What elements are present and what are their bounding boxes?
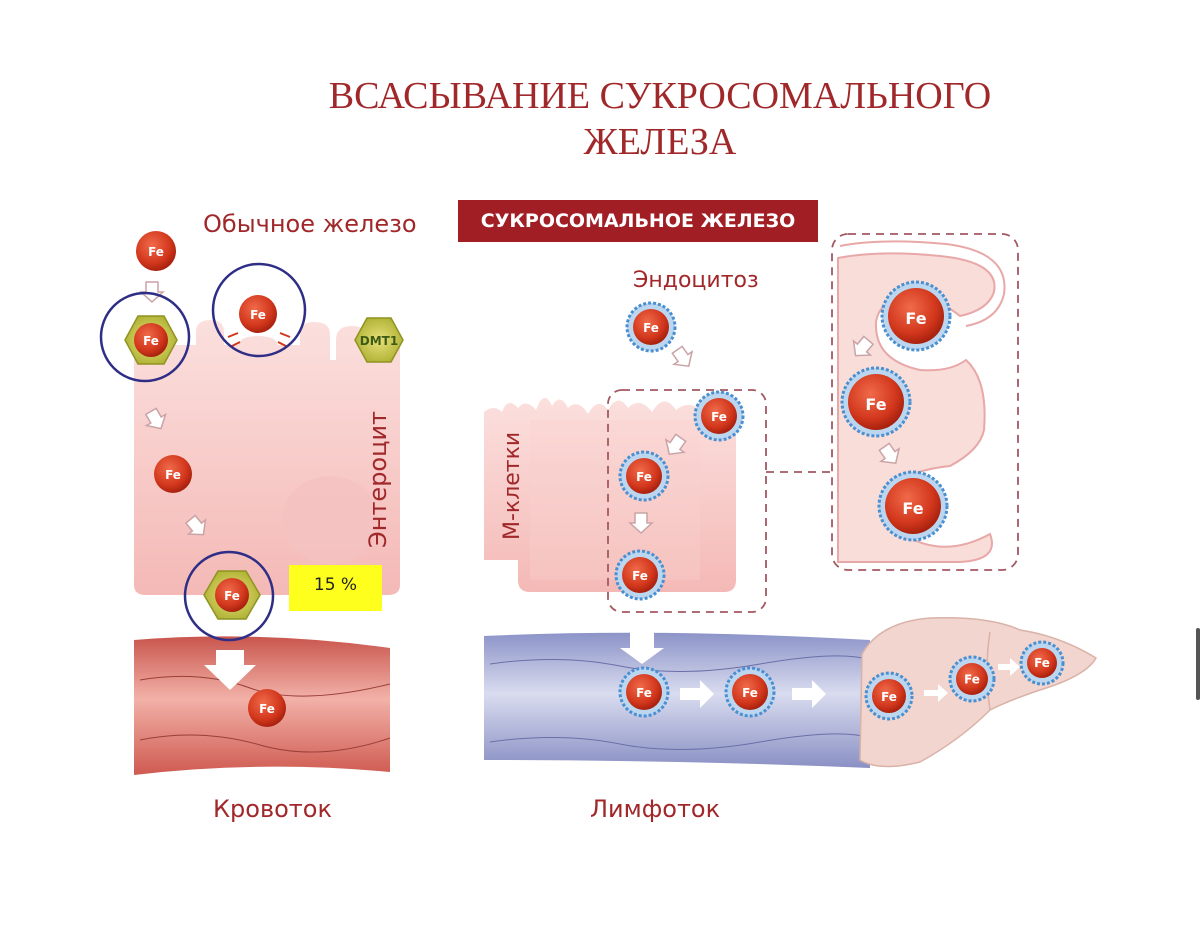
page-title-line1: ВСАСЫВАНИЕ СУКРОСОМАЛЬНОГО bbox=[260, 72, 1060, 120]
iron-ion-cytoplasm: Fe bbox=[154, 455, 192, 493]
sucrosomial-iron-particle: Fe bbox=[866, 673, 912, 719]
iron-symbol-label: Fe bbox=[881, 690, 897, 704]
iron-symbol-label: Fe bbox=[865, 395, 886, 414]
sucrosomial-iron-particle: Fe bbox=[726, 668, 774, 716]
absorption-percent-badge: 15 % bbox=[289, 565, 382, 611]
sucrosomial-iron-particle: Fe bbox=[695, 392, 743, 440]
iron-symbol-label: Fe bbox=[905, 309, 926, 328]
svg-text:Fe: Fe bbox=[250, 308, 266, 322]
svg-text:Fe: Fe bbox=[165, 468, 181, 482]
iron-symbol-label: Fe bbox=[742, 686, 758, 700]
iron-symbol-label: Fe bbox=[711, 410, 727, 424]
iron-symbol-label: Fe bbox=[632, 569, 648, 583]
scrollbar-thumb[interactable] bbox=[1196, 628, 1200, 700]
iron-symbol-label: Fe bbox=[636, 470, 652, 484]
sucrosomial-iron-particle: Fe bbox=[842, 368, 910, 436]
sucrosomial-iron-particle: Fe bbox=[620, 668, 668, 716]
iron-ion-free: Fe bbox=[136, 231, 176, 271]
arrow-down-icon bbox=[668, 343, 697, 372]
m-cells-label: М-клетки bbox=[500, 432, 525, 540]
sucrosomial-iron-particle: Fe bbox=[950, 657, 994, 701]
page-title-line2: ЖЕЛЕЗА bbox=[260, 118, 1060, 166]
svg-text:Fe: Fe bbox=[148, 245, 164, 259]
svg-text:DMT1: DMT1 bbox=[360, 334, 398, 348]
lymphflow-label: Лимфоток bbox=[590, 795, 720, 823]
lymph-vessel bbox=[484, 630, 870, 768]
iron-symbol-label: Fe bbox=[902, 499, 923, 518]
enterocyte-label: Энтероцит bbox=[364, 411, 392, 548]
iron-ion-blood: Fe bbox=[248, 689, 286, 727]
bloodstream-label: Кровоток bbox=[213, 795, 332, 823]
endocytosis-label: Эндоцитоз bbox=[633, 268, 759, 293]
regular-iron-label: Обычное железо bbox=[203, 210, 417, 238]
svg-text:Fe: Fe bbox=[224, 589, 240, 603]
sucrosomial-iron-particle: Fe bbox=[627, 303, 675, 351]
sucrosomial-iron-banner: СУКРОСОМАЛЬНОЕ ЖЕЛЕЗО bbox=[458, 200, 818, 242]
iron-symbol-label: Fe bbox=[636, 686, 652, 700]
iron-symbol-label: Fe bbox=[643, 321, 659, 335]
svg-text:Fe: Fe bbox=[143, 334, 159, 348]
svg-text:Fe: Fe bbox=[259, 702, 275, 716]
iron-symbol-label: Fe bbox=[1034, 656, 1050, 670]
sucrosomial-iron-particle: Fe bbox=[1021, 642, 1063, 684]
sucrosomial-iron-particle: Fe bbox=[879, 472, 947, 540]
sucrosomial-iron-particle: Fe bbox=[620, 452, 668, 500]
iron-symbol-label: Fe bbox=[964, 672, 980, 686]
sucrosomial-iron-particle: Fe bbox=[616, 551, 664, 599]
sucrosomial-iron-particle: Fe bbox=[882, 282, 950, 350]
